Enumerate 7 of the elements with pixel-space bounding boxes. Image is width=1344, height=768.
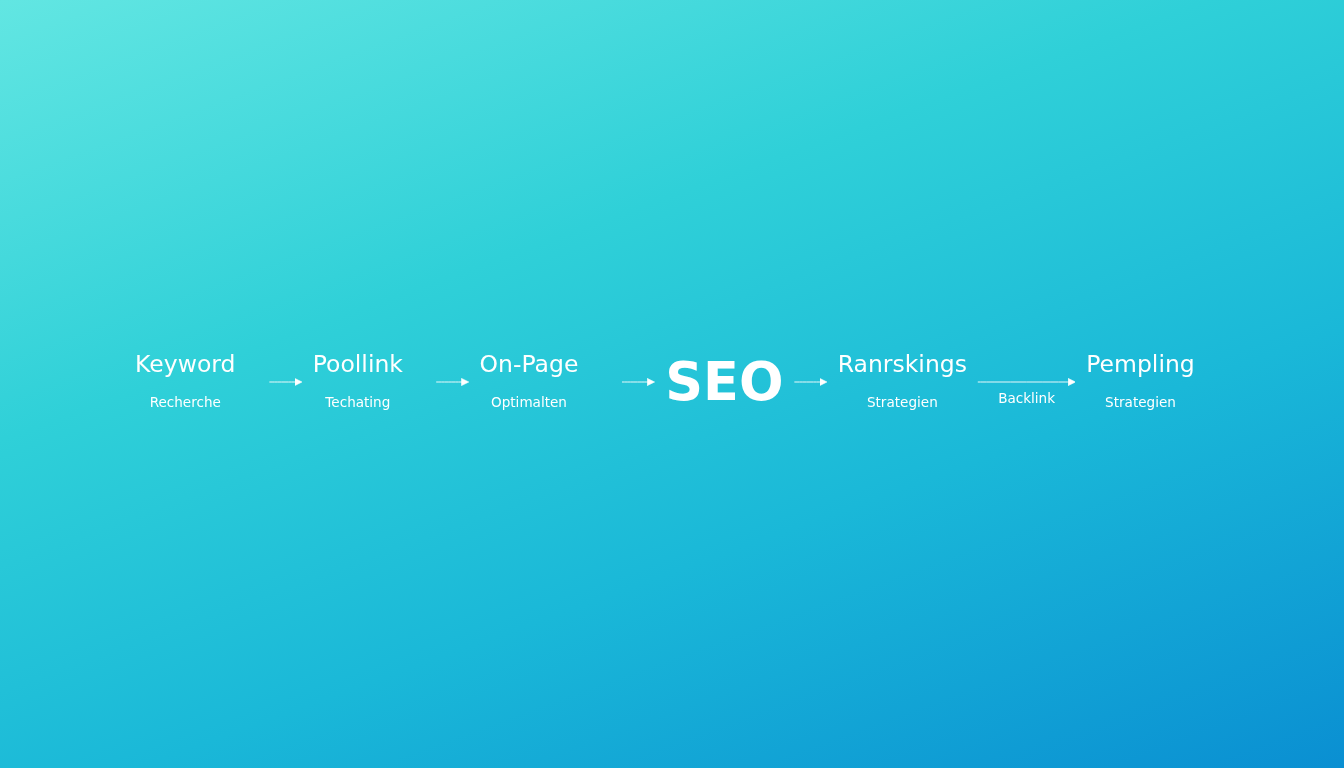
node-text: Keyword Recherche [135, 350, 236, 411]
node-text: Ranrskings Strategien [837, 350, 967, 411]
node-text: Pempling Strategien [1086, 350, 1195, 411]
note-label: Backlink [998, 389, 1055, 406]
node-text: Poollink Techating [312, 350, 403, 411]
node-text: On-Page Optimalten [479, 350, 579, 411]
node-text: SEO [665, 350, 784, 413]
